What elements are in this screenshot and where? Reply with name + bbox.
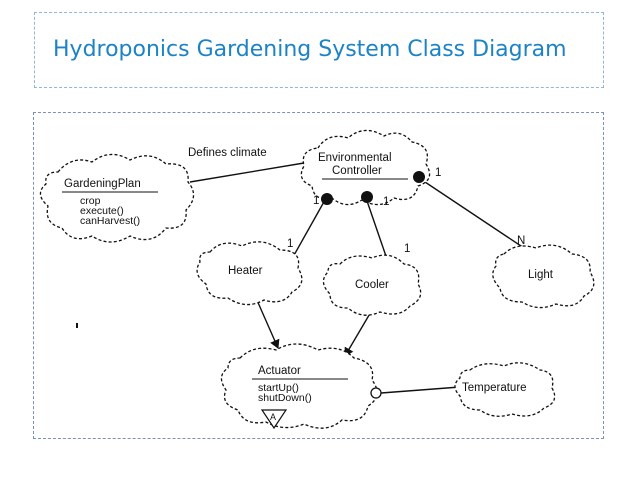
- class-gardening-plan[interactable]: GardeningPlan crop execute() canHarvest(…: [39, 153, 195, 243]
- cooler-name: Cooler: [355, 279, 389, 291]
- class-actuator[interactable]: Actuator startUp() shutDown() A: [220, 343, 378, 430]
- gardening-plan-op: canHarvest(): [80, 215, 140, 227]
- title-box: Hydroponics Gardening System Class Diagr…: [34, 12, 604, 88]
- line-actuator-temperature: [380, 386, 461, 394]
- aggregation-dot-heater: [321, 193, 333, 205]
- actuator-op: shutDown(): [258, 392, 312, 404]
- multiplicity-ctrl-heater-far: 1: [287, 238, 293, 250]
- actuator-op: startUp(): [258, 382, 299, 394]
- light-name: Light: [528, 269, 554, 281]
- uses-circle-marker: [370, 387, 382, 399]
- environmental-controller-name-line1: Environmental: [318, 152, 392, 164]
- class-environmental-controller[interactable]: Environmental Controller: [300, 129, 431, 206]
- multiplicity-ctrl-cooler-near: 1: [383, 196, 389, 208]
- actuator-name: Actuator: [258, 365, 301, 377]
- aggregation-dot-cooler: [361, 191, 373, 203]
- abstract-class-mark: A: [270, 412, 276, 422]
- class-cooler[interactable]: Cooler: [322, 254, 422, 316]
- temperature-name: Temperature: [462, 382, 527, 394]
- line-ctrl-heater: [292, 199, 326, 258]
- diagram-frame: [33, 112, 604, 439]
- aggregation-markers: [321, 171, 425, 205]
- class-temperature[interactable]: Temperature: [454, 362, 556, 417]
- line-defines-climate: [189, 161, 311, 183]
- line-ctrl-cooler: [365, 197, 389, 263]
- line-heater-actuator: [255, 297, 280, 349]
- heater-name: Heater: [228, 265, 263, 277]
- abstract-class-triangle-icon: [260, 409, 288, 430]
- association-label-defines-climate: Defines climate: [188, 147, 267, 159]
- slide-title: Hydroponics Gardening System Class Diagr…: [53, 37, 567, 62]
- gardening-plan-op: crop: [80, 195, 101, 207]
- multiplicity-ctrl-heater-near: 1: [313, 195, 319, 207]
- environmental-controller-name-line2: Controller: [332, 165, 382, 177]
- multiplicity-ctrl-cooler-far: 1: [404, 243, 410, 255]
- multiplicity-ctrl-light-near: 1: [435, 167, 441, 179]
- gardening-plan-name: GardeningPlan: [64, 178, 141, 190]
- class-light[interactable]: Light: [492, 244, 595, 309]
- gardening-plan-op: execute(): [80, 205, 124, 217]
- line-ctrl-light: [418, 177, 531, 253]
- relationship-lines: [189, 161, 531, 394]
- aggregation-dot-light: [413, 171, 425, 183]
- multiplicity-ctrl-light-far: N: [517, 235, 525, 247]
- class-heater[interactable]: Heater: [196, 241, 303, 306]
